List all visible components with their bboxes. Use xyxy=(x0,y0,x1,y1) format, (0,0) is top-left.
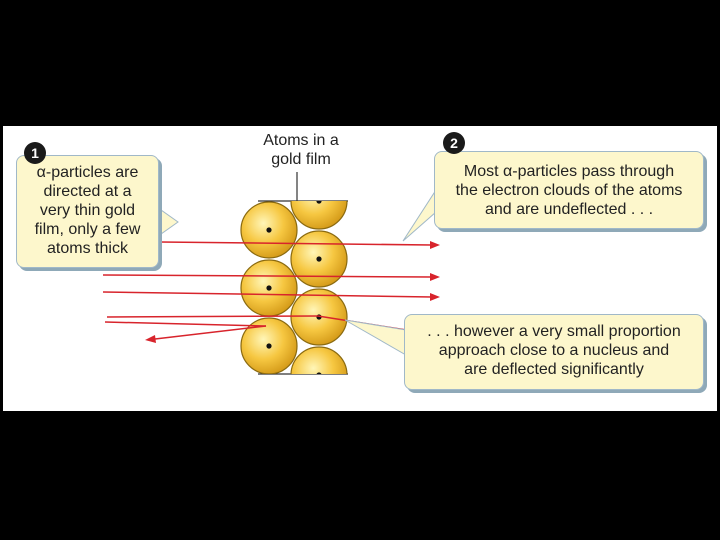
alpha-particle-paths xyxy=(102,241,440,343)
callout-2-line: the electron clouds of the atoms xyxy=(455,182,683,199)
callout-3-line: approach close to a nucleus and xyxy=(438,342,670,359)
step-badge-2: 2 xyxy=(443,132,465,154)
callout-1: α-particles are directed at a very thin … xyxy=(16,155,159,268)
callout-1-line: α-particles are xyxy=(36,164,139,181)
arrowhead xyxy=(430,241,440,249)
callout-1-line: film, only a few xyxy=(34,221,141,238)
callout-2-line: and are undeflected . . . xyxy=(484,201,654,218)
gold-atoms xyxy=(240,201,348,374)
callout-3-line: are deflected significantly xyxy=(464,361,644,378)
undeflected-path xyxy=(102,274,433,278)
nucleus xyxy=(316,372,322,374)
backscattered-path-in xyxy=(104,321,267,327)
arrowhead xyxy=(430,273,440,281)
nucleus xyxy=(316,201,322,204)
callout-3-line: . . . however a very small proportion xyxy=(427,323,681,340)
arrowhead xyxy=(145,335,156,343)
film-label: Atoms in a gold film xyxy=(246,131,356,169)
callout-3-tail xyxy=(344,319,407,356)
slightly-deflected-path-in xyxy=(106,315,319,318)
undeflected-path xyxy=(102,291,433,298)
backscattered-path-out xyxy=(154,325,267,340)
callout-2-tail xyxy=(402,188,437,242)
step-badge-1: 1 xyxy=(24,142,46,164)
callout-2-line: Most α-particles pass through xyxy=(463,163,675,180)
film-label-line: gold film xyxy=(271,151,331,168)
film-label-line: Atoms in a xyxy=(263,132,339,149)
nucleus xyxy=(266,343,272,349)
callout-1-line: atoms thick xyxy=(47,240,128,257)
gold-atom xyxy=(290,346,348,374)
callout-1-line: very thin gold xyxy=(39,202,136,219)
arrowhead xyxy=(430,293,440,301)
callout-1-line: directed at a xyxy=(43,183,132,200)
gold-atom xyxy=(290,201,348,230)
callout-3: . . . however a very small proportion ap… xyxy=(404,314,704,390)
callout-2: Most α-particles pass through the electr… xyxy=(434,151,704,229)
nucleus xyxy=(316,256,322,262)
undeflected-path xyxy=(159,241,433,246)
nucleus xyxy=(266,227,272,233)
callout-1-tail xyxy=(160,209,179,235)
nucleus xyxy=(266,285,272,291)
